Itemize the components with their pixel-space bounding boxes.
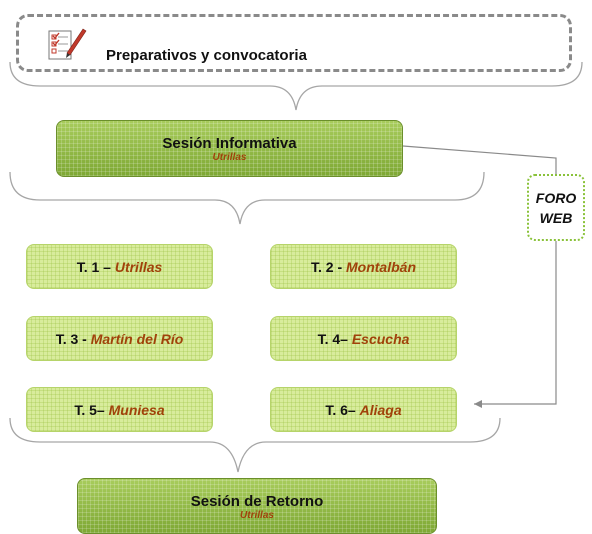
sesion-informativa-place: Utrillas (212, 152, 247, 163)
taller-6-label: T. 6– (325, 401, 356, 418)
brace-talleres (9, 417, 501, 473)
taller-5-place: Muniesa (108, 401, 165, 418)
taller-5-label: T. 5– (74, 401, 105, 418)
taller-4-box: T. 4– Escucha (270, 316, 457, 361)
sesion-retorno-place: Utrillas (240, 510, 274, 521)
taller-1-place: Utrillas (114, 258, 163, 275)
taller-3-place: Martín del Río (90, 330, 184, 347)
taller-4-label: T. 4– (317, 330, 348, 347)
prep-box (16, 14, 572, 72)
checklist-icon (48, 28, 87, 60)
foro-line2: WEB (539, 209, 573, 226)
arrowhead-t6 (474, 400, 482, 408)
brace-info (9, 171, 485, 225)
taller-5-box: T. 5– Muniesa (26, 387, 213, 432)
prep-title: Preparativos y convocatoria (106, 47, 307, 64)
taller-2-place: Montalbán (346, 258, 416, 275)
sesion-retorno-title: Sesión de Retorno (190, 493, 324, 510)
taller-2-box: T. 2 - Montalbán (270, 244, 457, 289)
sesion-retorno-box: Sesión de Retorno Utrillas (77, 478, 437, 534)
foro-line1: FORO (535, 189, 577, 206)
line-info-foro (402, 145, 557, 174)
sesion-informativa-title: Sesión Informativa (162, 135, 297, 152)
taller-2-label: T. 2 - (310, 258, 343, 275)
line-foro-t6 (474, 241, 557, 405)
brace-prep (9, 61, 583, 111)
foro-web-box: FORO WEB (527, 174, 585, 241)
taller-6-place: Aliaga (359, 401, 402, 418)
sesion-informativa-box: Sesión Informativa Utrillas (56, 120, 403, 177)
taller-1-label: T. 1 – (76, 258, 111, 275)
taller-1-box: T. 1 – Utrillas (26, 244, 213, 289)
taller-3-box: T. 3 - Martín del Río (26, 316, 213, 361)
taller-3-label: T. 3 - (55, 330, 87, 347)
taller-4-place: Escucha (351, 330, 410, 347)
taller-6-box: T. 6– Aliaga (270, 387, 457, 432)
